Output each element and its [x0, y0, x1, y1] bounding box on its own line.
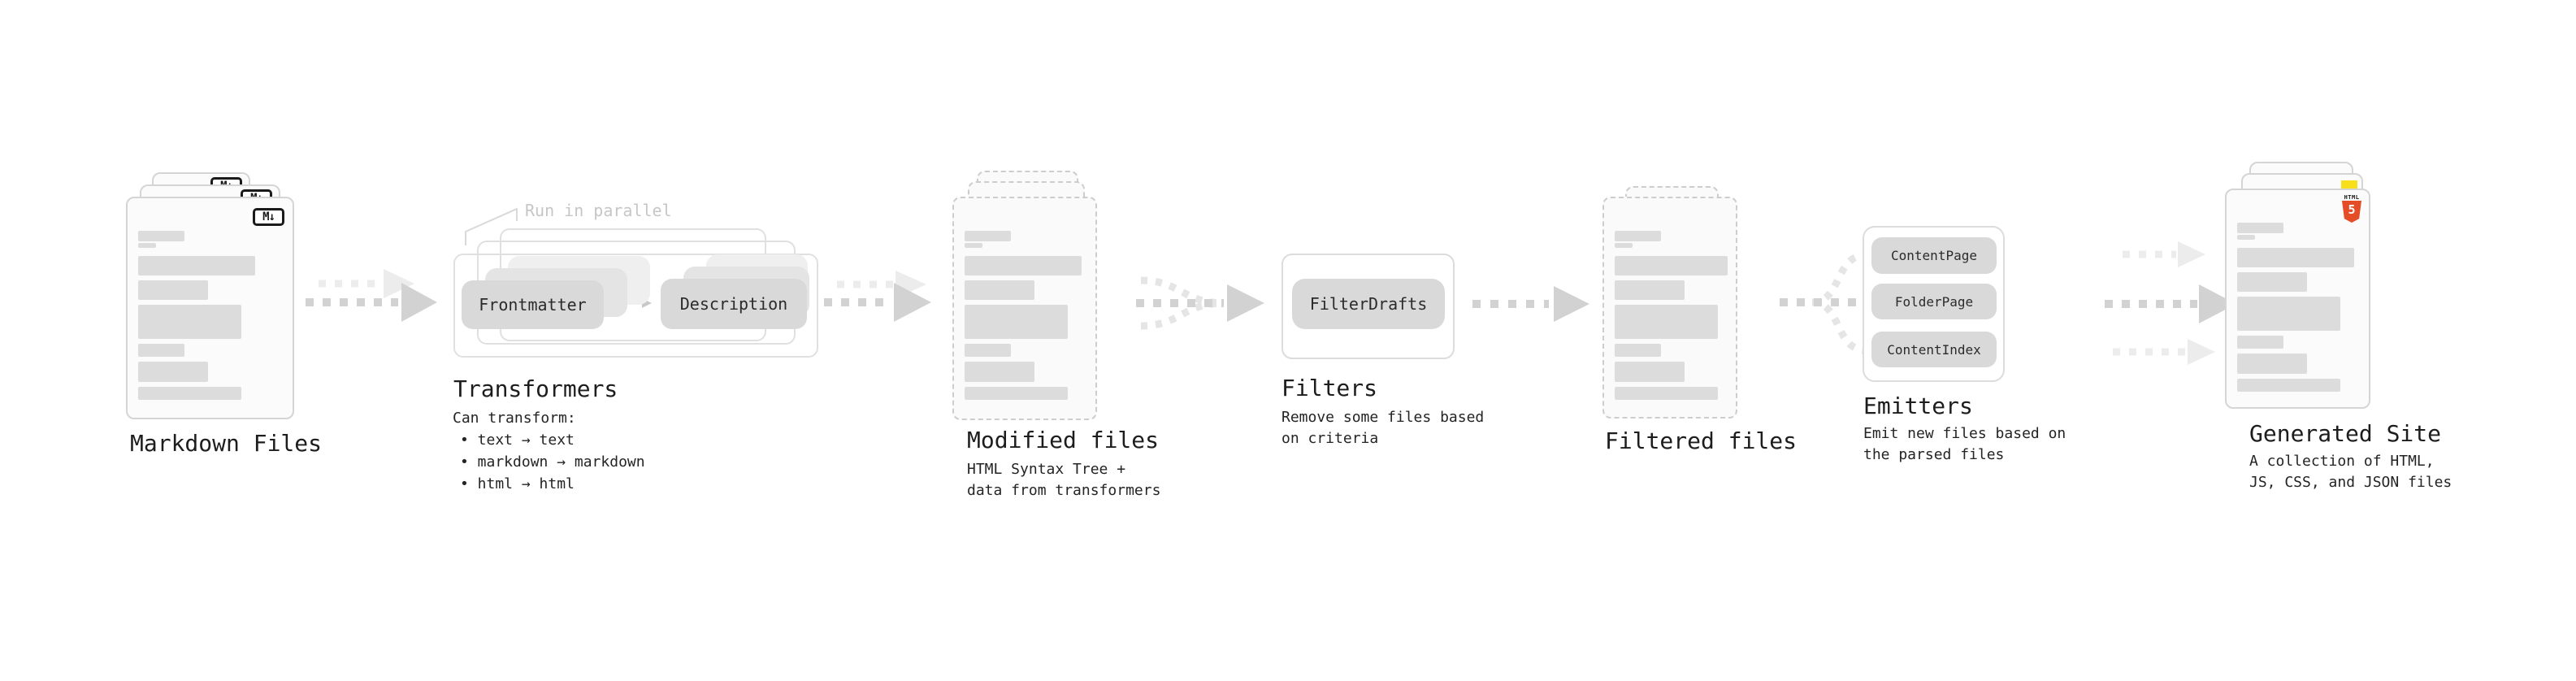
arrow-transformers-to-modified: [824, 271, 931, 322]
transformer-node-frontmatter: Frontmatter: [462, 280, 604, 329]
placeholder-bar: [1615, 387, 1718, 400]
placeholder-bar: [1615, 231, 1661, 241]
filters-description: Remove some files based: [1281, 409, 1485, 426]
generated-site-card-front: HTML 5: [2225, 189, 2370, 409]
js-icon: [2341, 180, 2357, 190]
transformers-bullet: • html → html: [460, 475, 575, 492]
placeholder-bar: [2237, 379, 2340, 392]
arrow-modified-to-filters: [1136, 276, 1264, 330]
placeholder-bar: [138, 344, 184, 357]
placeholder-bar: [1615, 280, 1685, 300]
placeholder-bar: [965, 280, 1034, 300]
arrow-markdown-to-transformers: [306, 269, 437, 322]
markdown-files-label: Markdown Files: [130, 430, 323, 457]
arrow-emitters-to-generated: [2105, 241, 2236, 365]
placeholder-bar: [2237, 223, 2283, 233]
markdown-icon: M↓: [253, 208, 284, 226]
modified-files-description: HTML Syntax Tree +: [967, 461, 1126, 478]
placeholder-bar: [965, 387, 1068, 400]
placeholder-bar: [138, 305, 241, 339]
html5-icon-shield: 5: [2342, 201, 2361, 223]
emitters-label: Emitters: [1863, 393, 1973, 419]
transformer-group-box-front: [453, 254, 818, 358]
placeholder-bar: [138, 362, 208, 382]
placeholder-bar: [2237, 354, 2307, 374]
transformers-description: Can transform:: [453, 410, 576, 427]
placeholder-bar: [2237, 248, 2354, 267]
generated-site-description: JS, CSS, and JSON files: [2249, 474, 2452, 491]
arrow-filters-to-filtered: [1472, 286, 1589, 322]
filtered-file-card-front: [1602, 197, 1737, 419]
run-in-parallel-note: Run in parallel: [525, 201, 672, 220]
placeholder-bar: [2237, 235, 2255, 240]
emitters-description: the parsed files: [1863, 446, 2005, 463]
placeholder-bar: [965, 305, 1068, 339]
emitter-node-contentpage: ContentPage: [1871, 237, 1997, 274]
placeholder-bar: [2237, 336, 2283, 349]
modified-file-card-front: [952, 197, 1097, 420]
html5-icon: HTML 5: [2341, 194, 2362, 223]
placeholder-bar: [1615, 243, 1633, 248]
placeholder-bar: [1615, 256, 1728, 275]
filters-label: Filters: [1281, 375, 1378, 401]
filter-node-filterdrafts: FilterDrafts: [1292, 279, 1445, 329]
emitters-description: Emit new files based on: [1863, 425, 2066, 442]
placeholder-bar: [1615, 362, 1685, 382]
filters-description: on criteria: [1281, 430, 1379, 447]
doc-content-placeholder: [138, 231, 284, 400]
transformers-bullet: • text → text: [460, 432, 575, 449]
placeholder-bar: [965, 231, 1011, 241]
placeholder-bar: [2237, 297, 2340, 331]
generated-site-description: A collection of HTML,: [2249, 453, 2435, 470]
doc-content-placeholder: [1615, 231, 1728, 400]
placeholder-bar: [965, 243, 982, 248]
placeholder-bar: [2237, 272, 2307, 292]
modified-files-label: Modified files: [967, 427, 1160, 453]
placeholder-bar: [138, 231, 184, 241]
transformer-node-description: Description: [661, 279, 807, 329]
placeholder-bar: [965, 344, 1011, 357]
transformers-label: Transformers: [453, 375, 618, 402]
html5-icon-number: 5: [2348, 202, 2356, 217]
placeholder-bar: [1615, 344, 1661, 357]
placeholder-bar: [138, 256, 255, 275]
modified-files-description: data from transformers: [967, 482, 1161, 499]
placeholder-bar: [1615, 305, 1718, 339]
doc-content-placeholder: [2237, 223, 2361, 392]
placeholder-bar: [965, 256, 1082, 275]
filtered-files-label: Filtered files: [1605, 427, 1798, 454]
placeholder-bar: [965, 362, 1034, 382]
placeholder-bar: [138, 243, 156, 248]
placeholder-bar: [138, 387, 241, 400]
doc-content-placeholder: [965, 231, 1087, 400]
transformers-bullet: • markdown → markdown: [460, 453, 645, 471]
markdown-file-card-front: M↓: [126, 197, 294, 419]
html5-icon-word: HTML: [2344, 194, 2360, 201]
generated-site-label: Generated Site: [2249, 420, 2442, 447]
emitter-node-contentindex: ContentIndex: [1871, 332, 1997, 367]
placeholder-bar: [138, 280, 208, 300]
emitter-node-folderpage: FolderPage: [1871, 284, 1997, 319]
